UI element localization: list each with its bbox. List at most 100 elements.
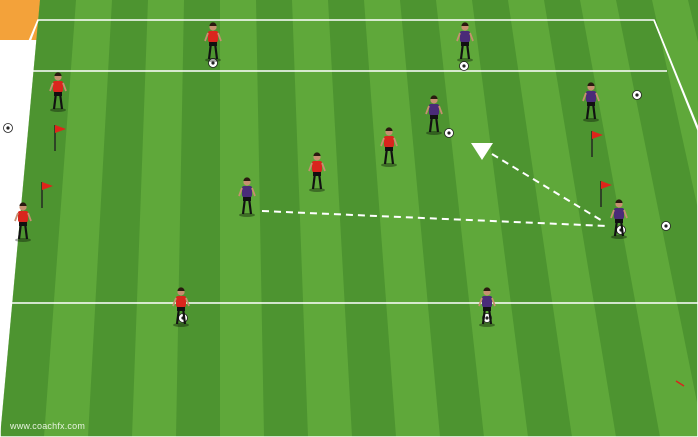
player-arm xyxy=(425,105,430,115)
player-shorts xyxy=(54,91,62,96)
grass-stripe xyxy=(580,0,698,437)
player-arm xyxy=(14,212,19,222)
player-arm xyxy=(478,297,483,307)
player-shorts xyxy=(615,218,623,223)
flag-cloth xyxy=(601,181,612,189)
player-red xyxy=(308,152,326,192)
player-arm xyxy=(469,32,474,42)
player-arm xyxy=(27,212,32,222)
grass-stripe xyxy=(364,0,440,437)
player-arm xyxy=(62,82,67,92)
player-shirt xyxy=(482,296,492,307)
player-shadow xyxy=(457,58,473,62)
player-arm xyxy=(380,137,385,147)
soccer-ball xyxy=(444,128,454,138)
player-shirt xyxy=(586,91,596,102)
ball-patch xyxy=(485,316,489,320)
player-shirt xyxy=(176,296,186,307)
player-shirt xyxy=(460,31,470,42)
cone-flag xyxy=(54,125,66,151)
player-shirt xyxy=(384,136,394,147)
player-arm xyxy=(238,187,243,197)
player-purple xyxy=(610,199,628,239)
player-shadow xyxy=(583,118,599,122)
cone-flags xyxy=(41,125,612,208)
ball-patch xyxy=(462,64,466,68)
flag-cloth xyxy=(592,131,603,139)
soccer-ball xyxy=(459,61,469,71)
player-arm xyxy=(172,297,177,307)
player-shadow xyxy=(50,108,66,112)
grass-stripe xyxy=(44,0,112,437)
player-arm xyxy=(251,187,256,197)
player-hair xyxy=(313,152,321,156)
grass-stripe xyxy=(292,0,352,437)
player-shirt xyxy=(242,186,252,197)
grass-stripe xyxy=(508,0,616,437)
player-arm xyxy=(610,209,615,219)
player-arm xyxy=(456,32,461,42)
player-shadow xyxy=(239,213,255,217)
player-red xyxy=(49,72,67,112)
pass-line-diagonal xyxy=(491,153,605,223)
player-shorts xyxy=(461,41,469,46)
player-red xyxy=(204,22,222,62)
grass-stripe xyxy=(436,0,528,437)
player-purple xyxy=(582,82,600,122)
player-arm xyxy=(438,105,443,115)
marker-dash xyxy=(675,380,685,387)
player-shorts xyxy=(430,114,438,119)
grass-stripe xyxy=(220,0,264,437)
player-arm xyxy=(185,297,190,307)
player-shadow xyxy=(381,163,397,167)
player-shadow xyxy=(15,238,31,242)
soccer-ball xyxy=(661,221,671,231)
player-arm xyxy=(491,297,496,307)
player-shirt xyxy=(208,31,218,42)
grass-stripe xyxy=(132,0,184,437)
ball-patch xyxy=(664,224,668,228)
player-red xyxy=(14,202,32,242)
player-shorts xyxy=(385,146,393,151)
player-hair xyxy=(54,72,62,76)
player-hair xyxy=(385,127,393,131)
player-purple xyxy=(478,287,496,327)
player-arm xyxy=(49,82,54,92)
watermark-text: www.coachfx.com xyxy=(10,421,86,431)
player-shirt xyxy=(312,161,322,172)
pass-lines xyxy=(261,153,608,227)
cone-flag xyxy=(600,181,612,207)
player-hair xyxy=(461,22,469,26)
player-arm xyxy=(393,137,398,147)
player-arm xyxy=(217,32,222,42)
player-shirt xyxy=(18,211,28,222)
cone-flag xyxy=(591,131,603,157)
pass-line-long xyxy=(261,210,608,227)
player-shadow xyxy=(611,235,627,239)
player-shorts xyxy=(19,221,27,226)
player-hair xyxy=(483,287,491,291)
field-lines xyxy=(0,19,698,437)
player-arm xyxy=(623,209,628,219)
player-shadow xyxy=(426,131,442,135)
player-hair xyxy=(19,202,27,206)
player-arm xyxy=(321,162,326,172)
soccer-ball xyxy=(632,90,642,100)
player-hair xyxy=(615,199,623,203)
ball-patch xyxy=(6,126,10,130)
soccer-ball xyxy=(3,123,13,133)
player-hair xyxy=(430,95,438,99)
flag-cloth xyxy=(42,182,53,190)
player-shorts xyxy=(483,306,491,311)
player-hair xyxy=(177,287,185,291)
player-arm xyxy=(582,92,587,102)
ball-patch xyxy=(211,61,215,65)
players xyxy=(14,22,628,327)
player-shorts xyxy=(243,196,251,201)
right-side-line xyxy=(653,19,698,131)
player-red xyxy=(172,287,190,327)
cone-flag xyxy=(41,182,53,208)
